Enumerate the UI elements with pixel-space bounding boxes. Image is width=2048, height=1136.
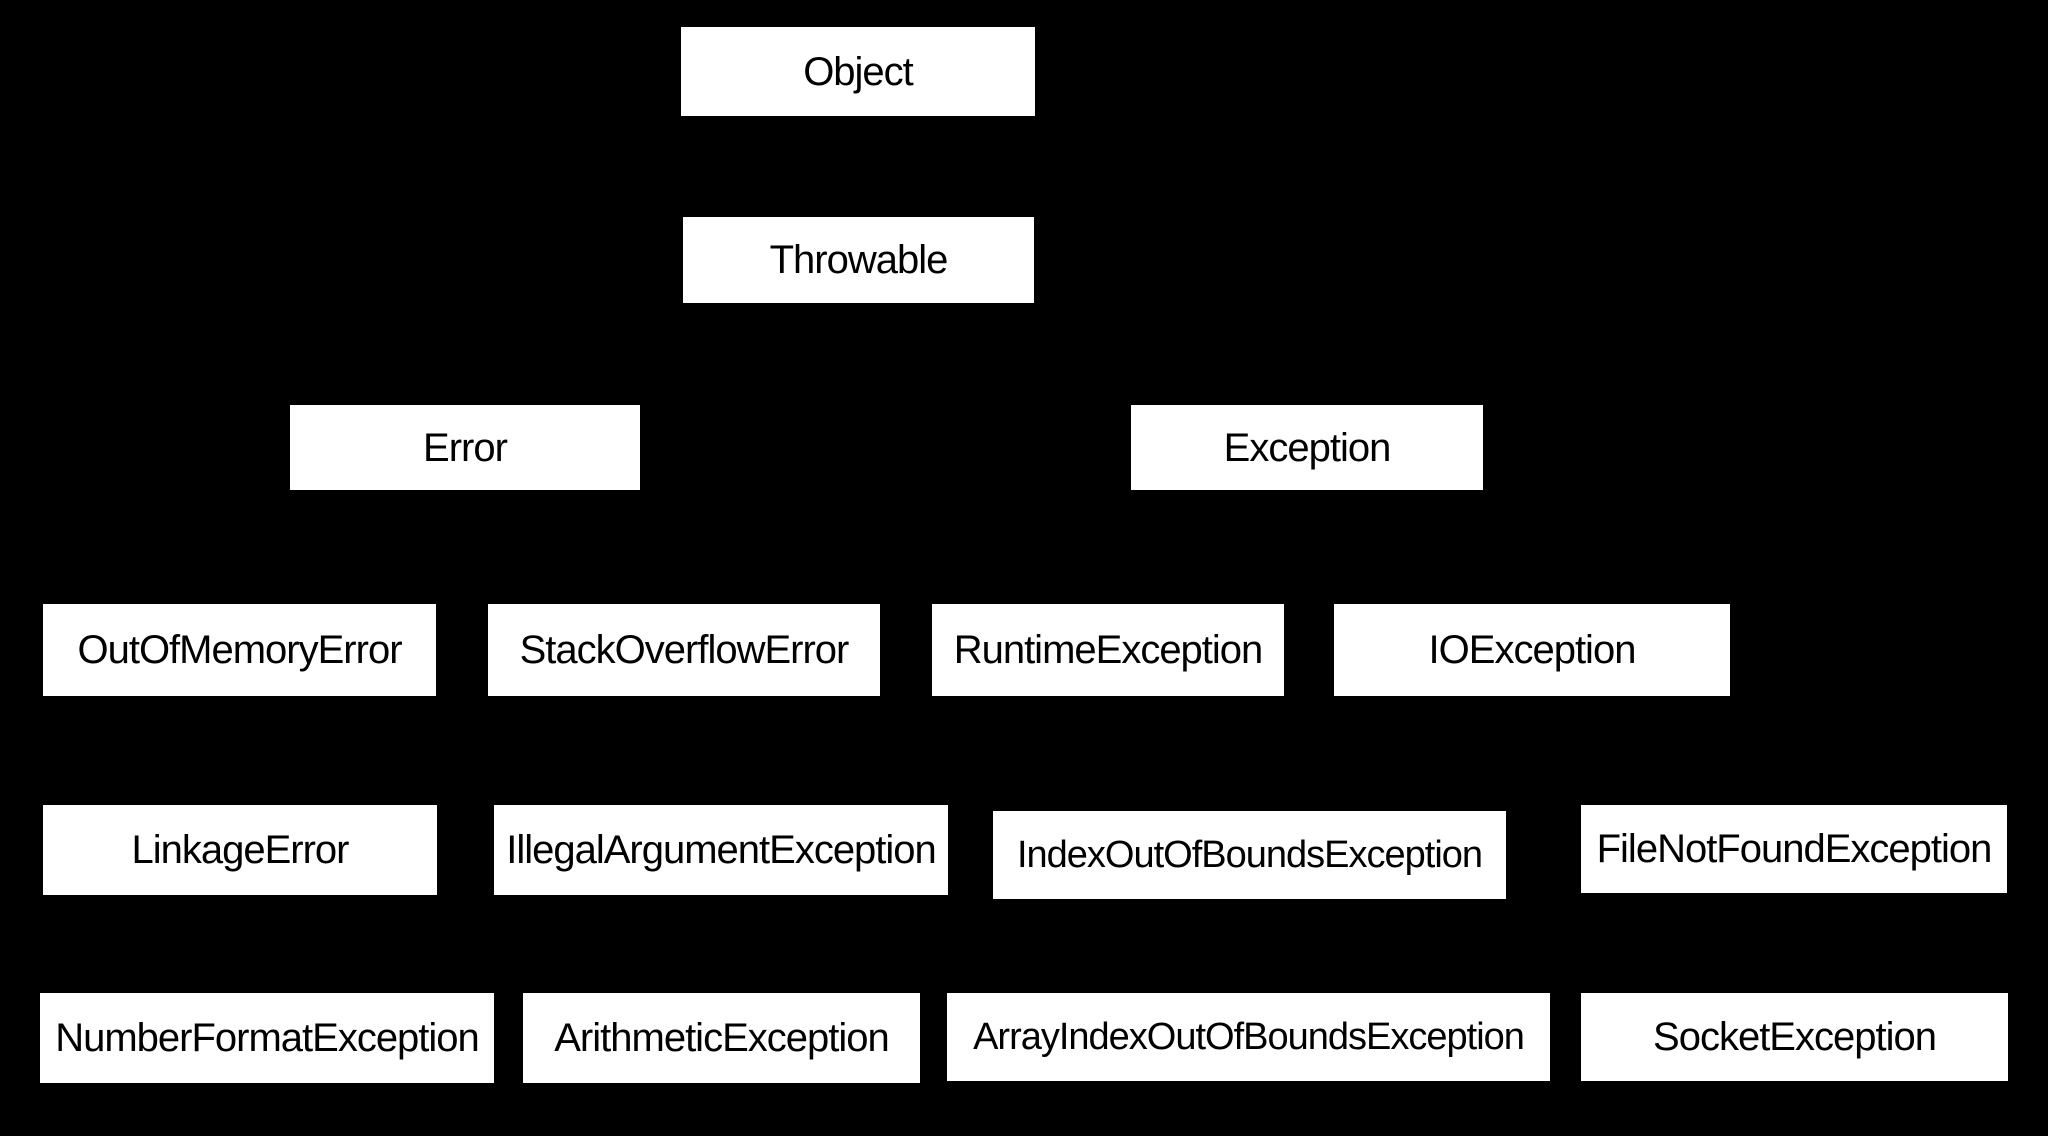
node-number-format-exception: NumberFormatException <box>40 993 494 1083</box>
node-arithmetic-exception: ArithmeticException <box>523 993 920 1083</box>
node-out-of-memory-error: OutOfMemoryError <box>43 604 436 696</box>
node-object: Object <box>681 27 1035 116</box>
node-stack-overflow-error: StackOverflowError <box>488 604 880 696</box>
node-socket-exception: SocketException <box>1581 993 2008 1081</box>
node-file-not-found-exception: FileNotFoundException <box>1581 805 2007 893</box>
node-array-index-out-of-bounds-exception: ArrayIndexOutOfBoundsException <box>947 993 1550 1081</box>
node-throwable: Throwable <box>683 217 1034 303</box>
node-illegal-argument-exception: IllegalArgumentException <box>494 805 948 895</box>
node-runtime-exception: RuntimeException <box>932 604 1284 696</box>
node-index-out-of-bounds-exception: IndexOutOfBoundsException <box>993 811 1506 899</box>
node-linkage-error: LinkageError <box>43 805 437 895</box>
node-io-exception: IOException <box>1334 604 1730 696</box>
node-exception: Exception <box>1131 405 1483 490</box>
node-error: Error <box>290 405 640 490</box>
